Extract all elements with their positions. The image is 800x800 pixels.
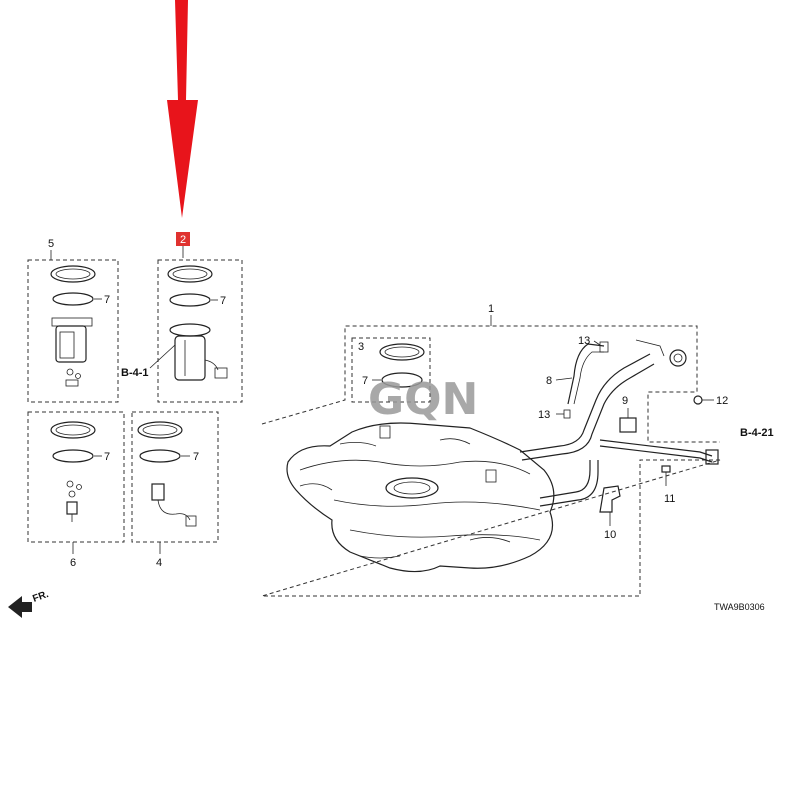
callout-12: 12 — [716, 395, 728, 407]
box-5: 5 7 — [27, 238, 119, 403]
callout-7-box6: 7 — [104, 451, 110, 463]
callout-2-highlighted[interactable]: 2 — [176, 232, 190, 258]
diagram-code: TWA9B0306 — [714, 602, 765, 612]
fuel-tank — [286, 422, 555, 573]
box-4: 7 4 — [131, 411, 219, 569]
callout-3: 3 — [358, 341, 364, 353]
callout-7-box5: 7 — [104, 294, 110, 306]
callout-7-box3: 7 — [362, 375, 368, 387]
callout-1: 1 — [488, 303, 494, 315]
callout-7-box2: 7 — [220, 295, 226, 307]
front-marker-label: FR. — [31, 589, 50, 605]
callout-11: 11 — [664, 493, 675, 505]
callout-5: 5 — [48, 238, 54, 250]
callout-7-box4: 7 — [193, 451, 199, 463]
ref-b-4-21[interactable]: B-4-21 — [740, 427, 774, 439]
box-1-fuel-tank-assembly: 1 3 7 — [261, 303, 721, 597]
part-11-bolt: 11 — [661, 465, 675, 505]
front-marker: FR. — [8, 589, 50, 618]
watermark: GQN — [368, 374, 478, 425]
callout-8: 8 — [546, 375, 552, 387]
callout-9: 9 — [622, 395, 628, 407]
callout-13-top: 13 — [578, 335, 590, 347]
part-12-bolt: 12 — [693, 395, 728, 407]
callout-13-bottom: 13 — [538, 409, 550, 421]
callout-6: 6 — [70, 557, 76, 569]
box-6: 7 6 — [27, 411, 125, 569]
callout-10: 10 — [604, 529, 616, 541]
filler-pipe — [519, 339, 719, 507]
box-2: 7 B-4-1 — [121, 259, 243, 403]
callout-2-label: 2 — [180, 234, 186, 246]
ref-b-4-1[interactable]: B-4-1 — [121, 367, 149, 379]
callout-4: 4 — [156, 557, 162, 569]
highlight-arrow — [167, 0, 198, 218]
